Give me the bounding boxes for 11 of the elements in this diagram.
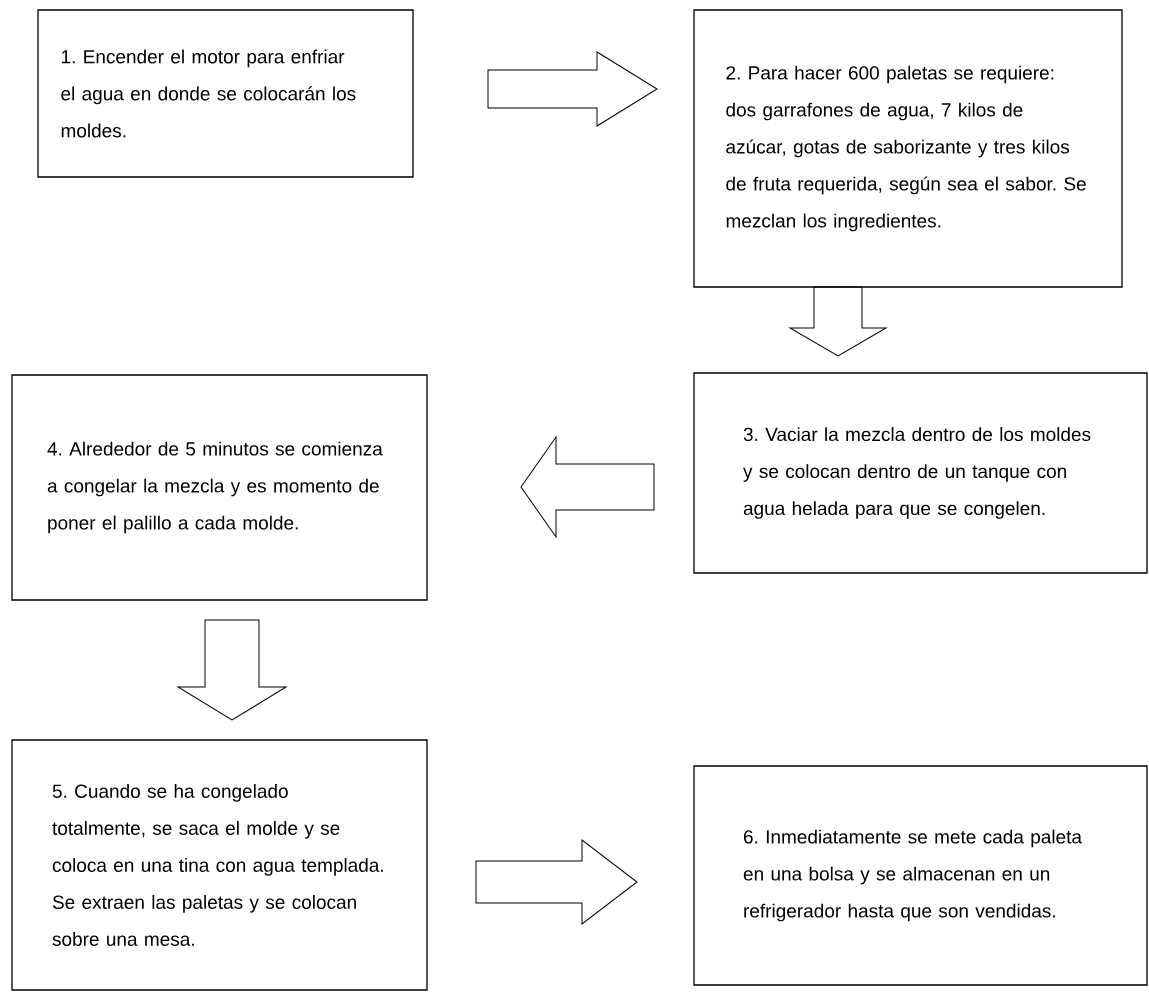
block-arrow	[520, 436, 655, 538]
process-box: 5. Cuando se ha congelado totalmente, se saca el molde y se coloca en una tina con agua templada. Se extraen las paletas y se colocan sobre una mesa.	[11, 739, 428, 991]
block-arrow	[475, 839, 638, 925]
block-arrow	[789, 286, 887, 357]
block-arrow	[177, 619, 287, 721]
process-box: 3. Vaciar la mezcla dentro de los moldes y se colocan dentro de un tanque con agua helada para que se congelen.	[693, 372, 1148, 574]
process-box: 2. Para hacer 600 paletas se requiere: dos garrafones de agua, 7 kilos de azúcar, gotas de saborizante y tres kilos de fruta requerida, según sea el sabor. Se mezclan los ingredientes.	[693, 9, 1123, 288]
process-box: 4. Alrededor de 5 minutos se comienza a congelar la mezcla y es momento de poner el palillo a cada molde.	[11, 374, 428, 601]
process-box: 6. Inmediatamente se mete cada paleta en una bolsa y se almacenan en un refrigerador hasta que son vendidas.	[693, 765, 1148, 986]
process-box: 1. Encender el motor para enfriar el agua en donde se colocarán los moldes.	[37, 9, 414, 178]
block-arrow	[487, 51, 658, 127]
